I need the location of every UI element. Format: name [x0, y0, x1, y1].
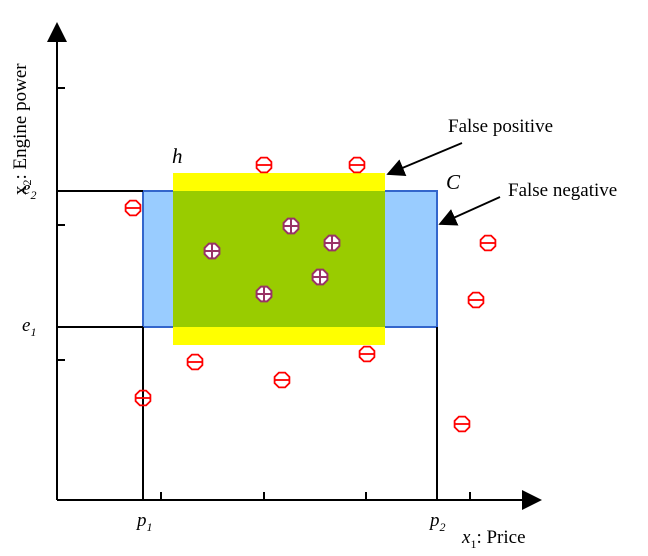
tick-label-p2: p2	[428, 510, 446, 534]
tick-label-e1: e1	[22, 315, 36, 339]
negative-example	[186, 353, 204, 371]
tick-label-e2: e2	[22, 178, 36, 202]
negative-example	[273, 371, 291, 389]
overlap-rect	[173, 191, 385, 327]
positive-example	[323, 234, 341, 252]
y-axis-label: x2: Engine power	[10, 63, 34, 195]
positive-example	[282, 217, 300, 235]
tick-label-p1: p1	[135, 510, 153, 534]
positive-example	[255, 285, 273, 303]
false-negative-label: False negative	[508, 180, 617, 201]
negative-example	[358, 345, 376, 363]
negative-example	[453, 415, 471, 433]
y-axis-ticks	[57, 87, 65, 361]
positive-examples	[203, 217, 341, 303]
x-axis-label: x1: Price	[461, 527, 526, 551]
false-positive-label: False positive	[448, 116, 553, 137]
negative-example	[134, 389, 152, 407]
false-negative-arrow	[438, 196, 501, 226]
positive-example	[203, 242, 221, 260]
concept-label: C	[446, 170, 461, 194]
hypothesis-label: h	[172, 144, 183, 168]
negative-example	[124, 199, 142, 217]
negative-examples	[124, 156, 497, 433]
negative-example	[255, 156, 273, 174]
x-axis-ticks	[160, 492, 471, 500]
positive-example	[311, 268, 329, 286]
false-positive-arrow	[386, 142, 463, 177]
negative-example	[479, 234, 497, 252]
negative-example	[467, 291, 485, 309]
negative-example	[348, 156, 366, 174]
